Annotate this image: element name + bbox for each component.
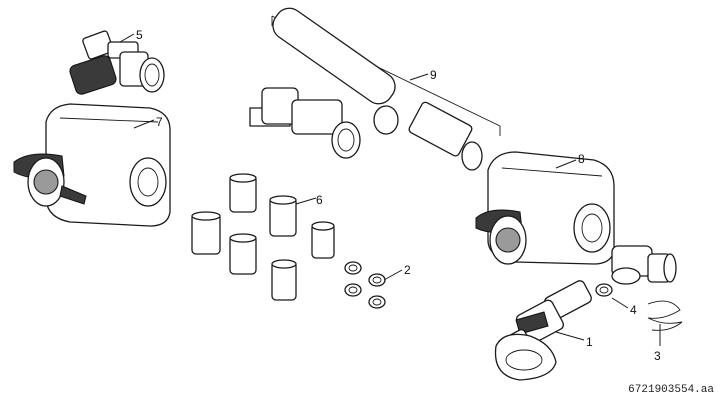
- callout-6: 6: [316, 193, 323, 207]
- part-9-pipe-assembly: [249, 7, 501, 171]
- part-6-nipples: [191, 173, 335, 301]
- callout-1: 1: [586, 335, 593, 349]
- elbow-fitting: [611, 245, 677, 285]
- part-7-valve-housing: [13, 103, 171, 227]
- part-1-drain-tap: [494, 280, 592, 381]
- callout-7: 7: [156, 115, 163, 129]
- part-3-spring-clip: [647, 300, 683, 331]
- callout-4: 4: [630, 303, 637, 317]
- reference-code: 6721903554.aa: [628, 384, 714, 396]
- part-4-ring: [595, 283, 613, 297]
- leader-lines: [119, 33, 661, 346]
- callout-9: 9: [430, 68, 437, 82]
- callout-2: 2: [404, 263, 411, 277]
- part-2-sealing-washers: [344, 261, 386, 309]
- part-8-valve-housing: [475, 151, 615, 265]
- part-5-angle-valve: [69, 30, 165, 95]
- callout-3: 3: [654, 349, 661, 363]
- callout-8: 8: [578, 152, 585, 166]
- callout-5: 5: [136, 28, 143, 42]
